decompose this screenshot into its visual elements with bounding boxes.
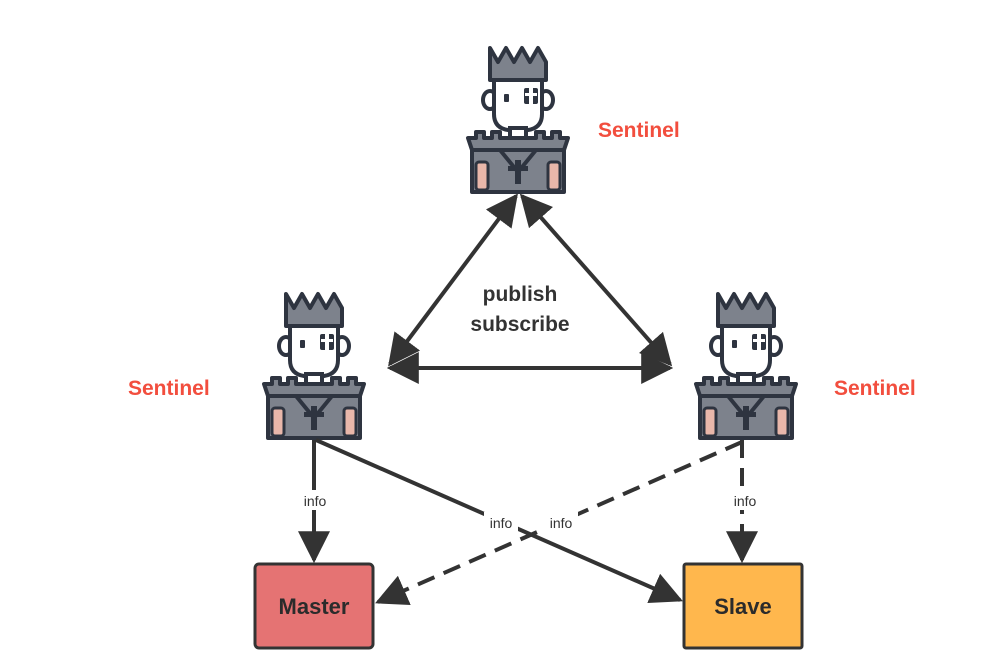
sentinel-left-label: Sentinel (128, 377, 210, 400)
master-node: Master (253, 562, 375, 650)
edge-top-right (519, 193, 673, 367)
publish-label: publish (483, 283, 558, 306)
sentinel-right-figure (694, 292, 798, 440)
info-label-left-slave: info (490, 515, 513, 531)
subscribe-label: subscribe (470, 313, 569, 336)
sentinel-left-figure (262, 292, 366, 440)
info-label-left-master: info (304, 493, 327, 509)
info-label-right-master: info (550, 515, 573, 531)
sentinel-right-label: Sentinel (834, 377, 916, 400)
master-label: Master (279, 594, 350, 619)
slave-label: Slave (714, 594, 772, 619)
edge-top-left (388, 193, 518, 367)
sentinel-top-label: Sentinel (598, 119, 680, 142)
info-label-right-slave: info (734, 493, 757, 509)
sentinel-top-figure (466, 46, 570, 194)
slave-node: Slave (682, 562, 804, 650)
